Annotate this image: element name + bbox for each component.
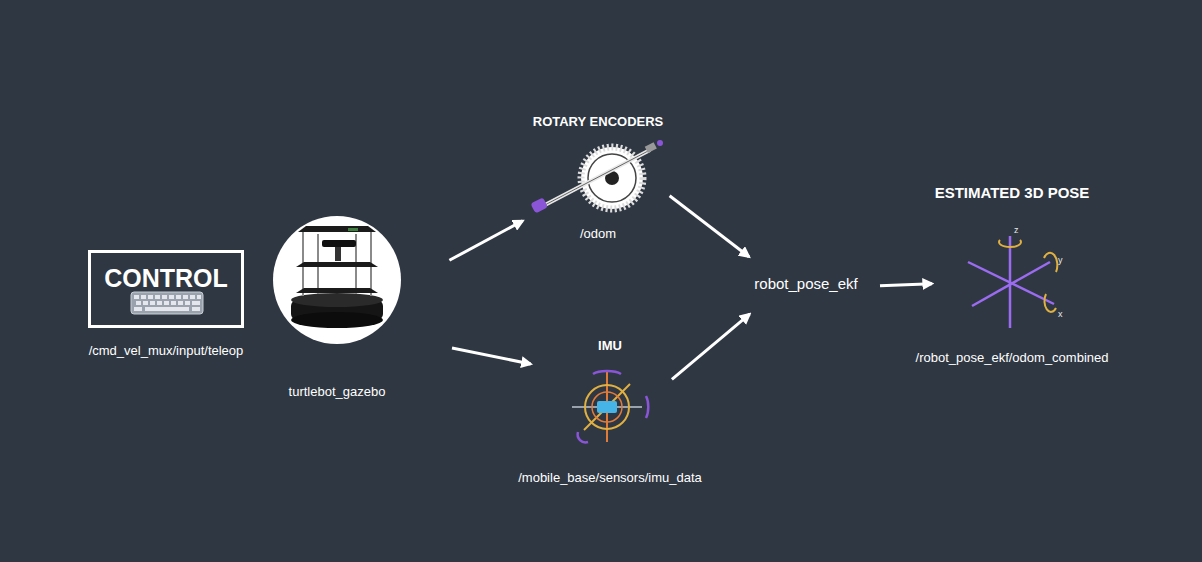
flow-arrow [452,348,531,364]
node-heading: IMU [598,338,622,354]
flow-arrow [880,284,932,286]
axis-letter: z [1014,226,1019,235]
filter-node: robot_pose_ekf [744,272,868,298]
node-label: /mobile_base/sensors/imu_data [518,470,702,486]
imu-picture [572,371,648,442]
rotary-encoder-picture [530,140,663,214]
pose-axes-picture [968,236,1057,328]
control-box: CONTROL/cmd_vel_mux/input/teleop [88,250,244,328]
flow-arrow [672,314,750,379]
node-label: robot_pose_ekf [754,275,857,293]
node-heading: ESTIMATED 3D POSE [935,184,1090,202]
keyboard-icon [131,292,203,314]
pose-node: ESTIMATED 3D POSE/robot_pose_ekf/odom_co… [962,222,1062,332]
node-label: /odom [580,226,616,242]
node-label: /cmd_vel_mux/input/teleop [89,343,244,359]
node-label: /robot_pose_ekf/odom_combined [916,350,1109,366]
imu-node: IMU/mobile_base/sensors/imu_data [565,362,655,452]
flow-arrow [670,196,749,257]
axis-letter: x [1058,310,1063,319]
node-heading: CONTROL [104,263,228,293]
axis-letter: y [1058,256,1063,265]
encoder-node: ROTARY ENCODERS/odom [528,140,668,218]
flow-arrow [449,221,522,260]
turtlebot-picture [273,216,401,344]
node-label: turtlebot_gazebo [289,384,386,400]
robot-circle: turtlebot_gazebo [273,216,401,344]
node-heading: ROTARY ENCODERS [533,114,664,130]
